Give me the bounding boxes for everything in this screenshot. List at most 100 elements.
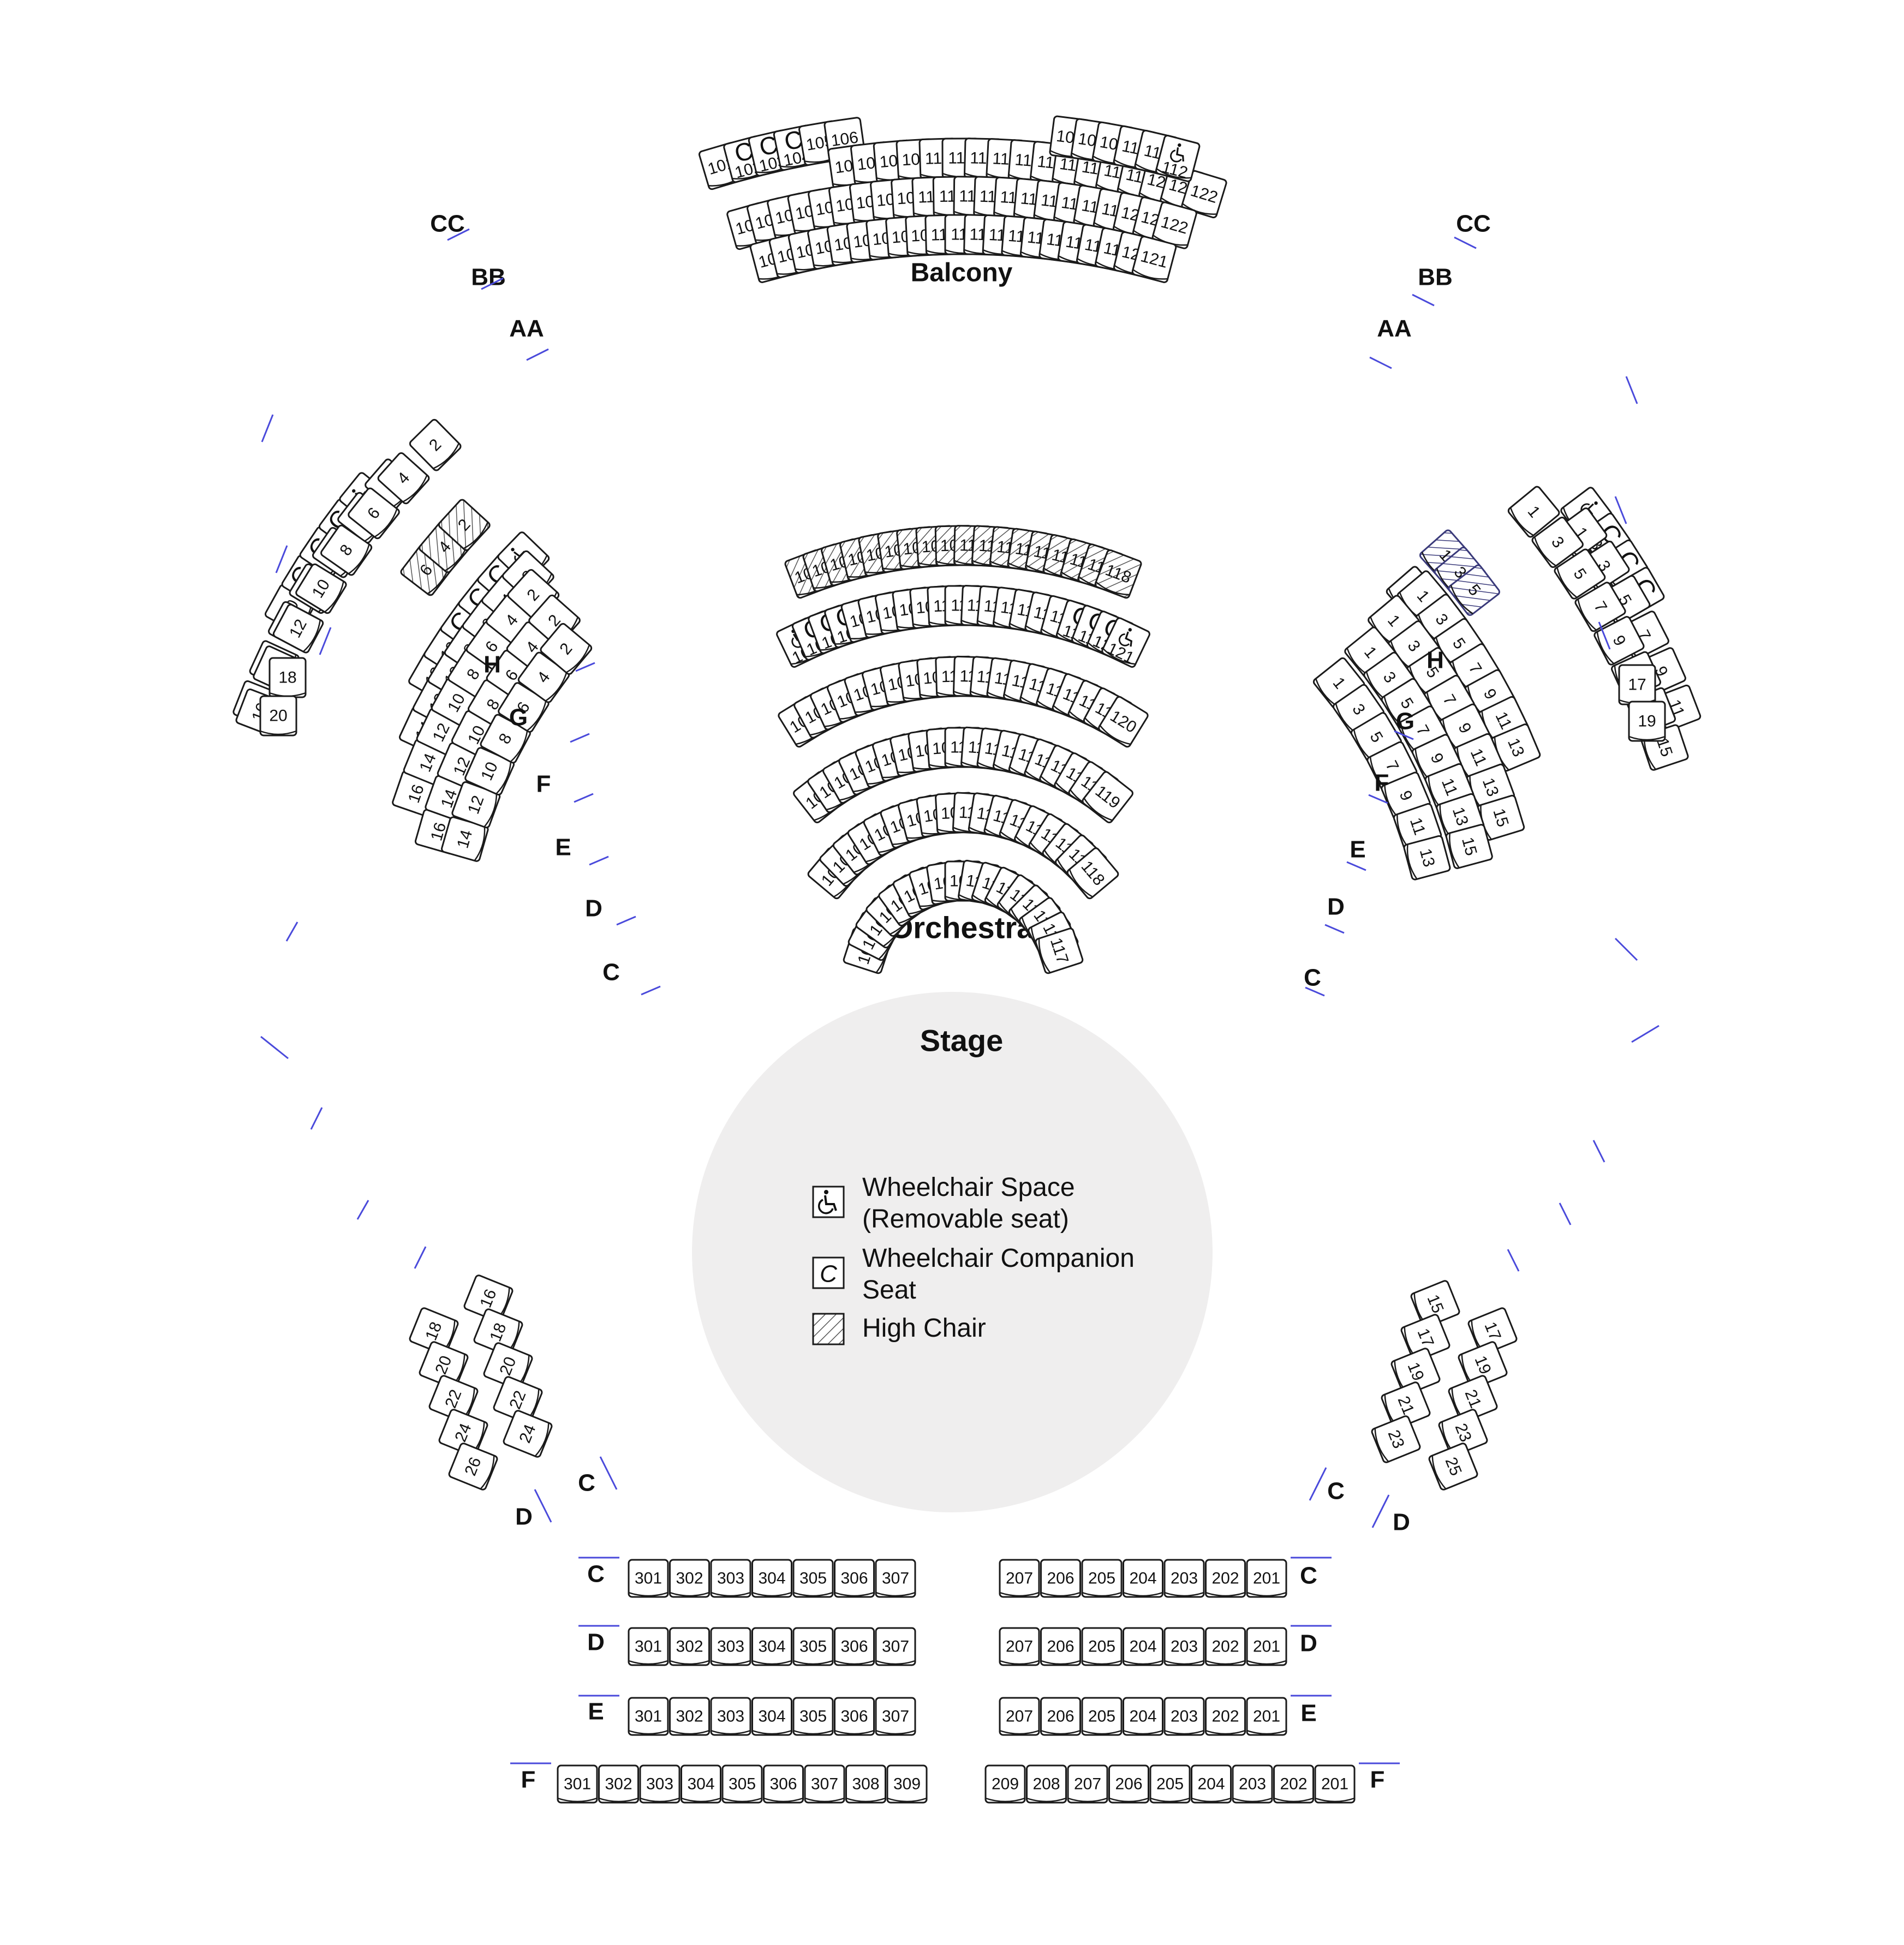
lower-right-seat-d[interactable]: 23	[1438, 1409, 1488, 1457]
orchestra-seat-h-high[interactable]: 118	[1094, 549, 1142, 599]
pit-left-seat-d[interactable]: 305	[792, 1627, 834, 1666]
pit-left-seat-c[interactable]: 301	[628, 1559, 669, 1598]
pit-left-seat-c[interactable]: 306	[834, 1559, 875, 1598]
balcony-seat-aa[interactable]: 121	[1131, 236, 1177, 283]
lower-left-seat-d[interactable]: 24	[438, 1409, 488, 1457]
lower-left-seat-c[interactable]: 18	[473, 1308, 523, 1356]
pit-right-seat-c[interactable]: 206	[1040, 1559, 1081, 1598]
lower-right-seat-d[interactable]: 17	[1467, 1307, 1518, 1355]
pit-left-seat-d[interactable]: 301	[628, 1627, 669, 1666]
pit-right-seat-c[interactable]: 204	[1123, 1559, 1163, 1598]
pit-left-seat-e[interactable]: 307	[875, 1697, 916, 1736]
pit-left-seat-f[interactable]: 301	[557, 1764, 598, 1804]
pit-right-seat-c[interactable]: 201	[1246, 1559, 1287, 1598]
pit-right-seat-f[interactable]: 205	[1149, 1764, 1191, 1804]
lower-left-seat-c[interactable]: 22	[493, 1376, 543, 1424]
orchestra-left-seat-c[interactable]: 12	[451, 781, 501, 829]
orchestra-left-seat-c[interactable]: 14	[441, 816, 489, 862]
lower-right-seat-c[interactable]: 15	[1410, 1280, 1460, 1328]
orchestra-left-seat-c[interactable]: 8	[480, 714, 532, 764]
pit-right-seat-f[interactable]: 201	[1314, 1764, 1356, 1804]
pit-right-seat-f[interactable]: 207	[1067, 1764, 1108, 1804]
pit-right-seat-c[interactable]: 202	[1205, 1559, 1246, 1598]
lower-right-seat-d[interactable]: 19	[1458, 1341, 1508, 1389]
pit-left-seat-e[interactable]: 305	[792, 1697, 834, 1736]
orchestra-seat-f[interactable]: 119	[1082, 771, 1134, 824]
pit-right-seat-f[interactable]: 206	[1108, 1764, 1149, 1804]
pit-right-seat-e[interactable]: 202	[1205, 1697, 1246, 1736]
pit-right-seat-f[interactable]: 203	[1232, 1764, 1273, 1804]
pit-right-seat-c[interactable]: 203	[1163, 1559, 1205, 1598]
pit-right-seat-e[interactable]: 205	[1081, 1697, 1123, 1736]
balcony-right-seat-aa[interactable]: 7	[1574, 582, 1627, 632]
pit-right-seat-d[interactable]: 206	[1040, 1627, 1081, 1666]
lower-left-seat-c[interactable]: 24	[503, 1410, 553, 1458]
pit-left-seat-c[interactable]: 307	[875, 1559, 916, 1598]
pit-left-seat-f[interactable]: 308	[845, 1764, 886, 1804]
balcony-left-seat-aa[interactable]: 12	[272, 603, 324, 654]
pit-right-seat-d[interactable]: 202	[1205, 1627, 1246, 1666]
pit-right-seat-e[interactable]: 207	[999, 1697, 1040, 1736]
lower-right-seat-d[interactable]: 25	[1428, 1443, 1478, 1491]
pit-right-seat-c[interactable]: 207	[999, 1559, 1040, 1598]
pit-left-seat-f[interactable]: 307	[804, 1764, 845, 1804]
balcony-box-seat[interactable]: 20	[259, 695, 297, 737]
pit-right-seat-e[interactable]: 204	[1123, 1697, 1163, 1736]
orchestra-seat-d[interactable]: 117	[1035, 927, 1084, 974]
pit-left-seat-e[interactable]: 302	[669, 1697, 710, 1736]
orchestra-left-seat-c[interactable]: 2	[540, 623, 593, 675]
orchestra-right-seat-h[interactable]: 5	[1448, 564, 1501, 617]
balcony-right-seat-aa[interactable]: 9	[1593, 615, 1645, 666]
pit-left-seat-f[interactable]: 306	[763, 1764, 804, 1804]
orchestra-seat-e[interactable]: 118	[1066, 847, 1120, 900]
lower-right-seat-c[interactable]: 17	[1400, 1314, 1451, 1362]
lower-right-seat-c[interactable]: 21	[1381, 1381, 1431, 1429]
pit-right-seat-d[interactable]: 204	[1123, 1627, 1163, 1666]
balcony-right-seat-aa[interactable]: 3	[1531, 516, 1584, 568]
pit-right-seat-d[interactable]: 203	[1163, 1627, 1205, 1666]
pit-left-seat-d[interactable]: 303	[710, 1627, 751, 1666]
orchestra-left-seat-c[interactable]: 6	[497, 682, 550, 733]
lower-left-seat-d[interactable]: 26	[448, 1443, 498, 1491]
pit-left-seat-e[interactable]: 301	[628, 1697, 669, 1736]
pit-left-seat-d[interactable]: 306	[834, 1627, 875, 1666]
pit-right-seat-e[interactable]: 201	[1246, 1697, 1287, 1736]
pit-left-seat-e[interactable]: 303	[710, 1697, 751, 1736]
pit-left-seat-c[interactable]: 305	[792, 1559, 834, 1598]
balcony-right-seat-aa[interactable]: 5	[1554, 548, 1606, 600]
pit-right-seat-f[interactable]: 202	[1273, 1764, 1314, 1804]
pit-right-seat-c[interactable]: 205	[1081, 1559, 1123, 1598]
balcony-right-seat-aa[interactable]: 1	[1507, 486, 1561, 538]
balcony-left-seat-aa[interactable]: 4	[377, 452, 431, 505]
pit-left-seat-e[interactable]: 306	[834, 1697, 875, 1736]
lower-left-seat-d[interactable]: 20	[419, 1341, 469, 1389]
pit-left-seat-e[interactable]: 304	[751, 1697, 792, 1736]
orchestra-right-seat-d[interactable]: 15	[1445, 824, 1493, 869]
pit-left-seat-d[interactable]: 307	[875, 1627, 916, 1666]
pit-right-seat-e[interactable]: 203	[1163, 1697, 1205, 1736]
pit-right-seat-f[interactable]: 209	[984, 1764, 1026, 1804]
pit-left-seat-d[interactable]: 304	[751, 1627, 792, 1666]
balcony-seat-cc[interactable]: 112	[1155, 135, 1201, 183]
pit-left-seat-d[interactable]: 302	[669, 1627, 710, 1666]
lower-left-seat-d[interactable]: 18	[409, 1307, 459, 1355]
balcony-left-seat-aa[interactable]: 10	[295, 563, 347, 614]
pit-left-seat-c[interactable]: 304	[751, 1559, 792, 1598]
pit-left-seat-f[interactable]: 305	[721, 1764, 763, 1804]
orchestra-left-seat-h[interactable]: 2	[438, 499, 491, 552]
orchestra-left-seat-c[interactable]: 10	[464, 747, 515, 796]
balcony-left-seat-aa[interactable]: 8	[320, 524, 373, 576]
pit-left-seat-f[interactable]: 303	[639, 1764, 681, 1804]
pit-right-seat-f[interactable]: 208	[1026, 1764, 1067, 1804]
pit-left-seat-c[interactable]: 302	[669, 1559, 710, 1598]
lower-right-seat-c[interactable]: 23	[1371, 1415, 1421, 1463]
balcony-box-seat[interactable]: 18	[268, 657, 307, 698]
lower-left-seat-c[interactable]: 20	[483, 1342, 533, 1390]
orchestra-seat-g[interactable]: 120	[1097, 696, 1149, 748]
lower-right-seat-c[interactable]: 19	[1390, 1348, 1441, 1396]
pit-right-seat-e[interactable]: 206	[1040, 1697, 1081, 1736]
pit-left-seat-f[interactable]: 304	[681, 1764, 721, 1804]
balcony-left-seat-aa[interactable]: 2	[409, 418, 462, 472]
orchestra-right-seat-c[interactable]: 13	[1403, 835, 1451, 881]
orchestra-right-seat-e[interactable]: 15	[1476, 794, 1525, 841]
